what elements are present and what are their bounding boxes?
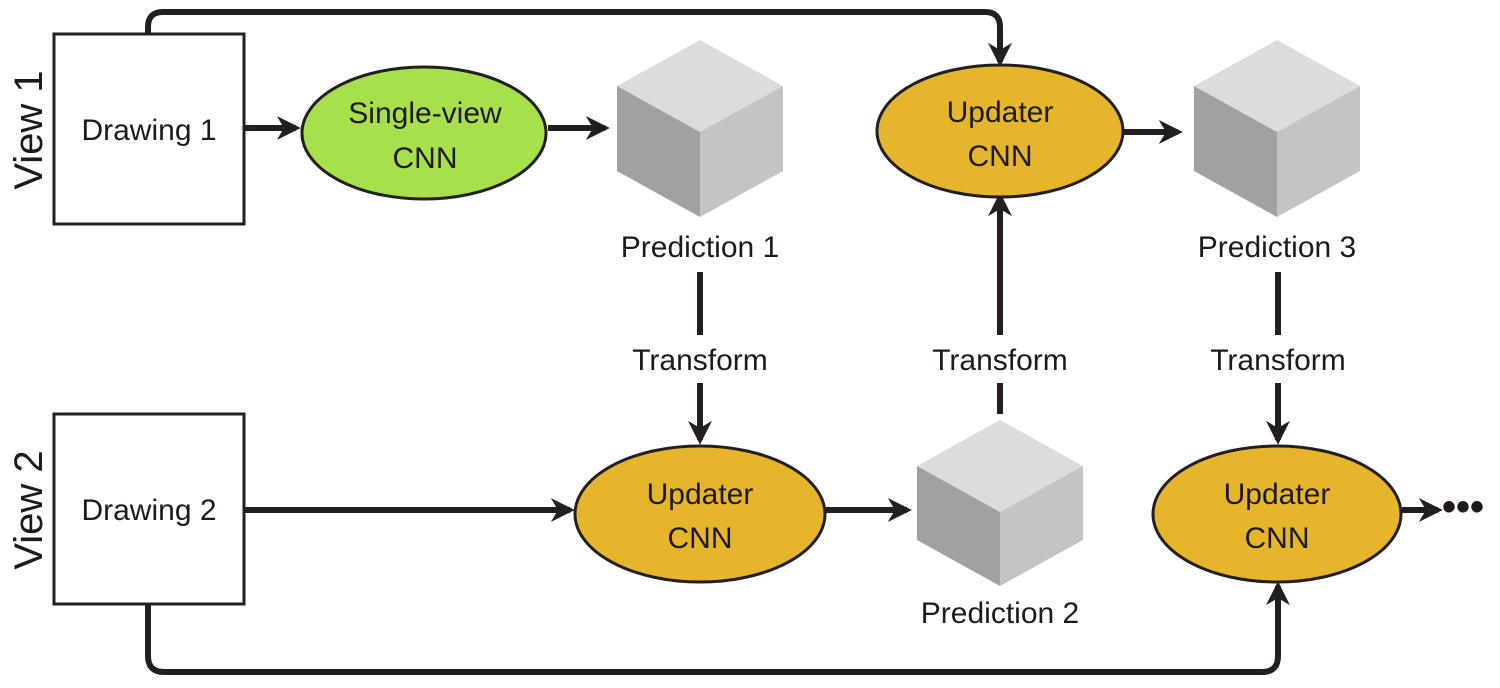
continuation-dots: ••• [1442, 485, 1484, 529]
updater-cnn-3-line1: Updater [1224, 478, 1331, 511]
prediction-3-label: Prediction 3 [1198, 231, 1356, 264]
updater-cnn-3-line2: CNN [1245, 522, 1310, 555]
transform-label-1: Transform [632, 344, 768, 377]
arrow-drawing1-loop-to-updater1 [145, 9, 1012, 67]
updater-cnn-3-node: Updater CNN [1151, 444, 1403, 584]
single-view-cnn-line1: Single-view [348, 97, 502, 130]
drawing-1-label: Drawing 1 [81, 114, 216, 147]
prediction-1-label: Prediction 1 [621, 231, 779, 264]
drawing-1-node: Drawing 1 [52, 32, 246, 226]
updater-cnn-1-line2: CNN [968, 140, 1033, 173]
connectors [145, 9, 1443, 675]
transform-label-2: Transform [932, 344, 1068, 377]
updater-cnn-1-line1: Updater [947, 96, 1054, 129]
updater-cnn-2-node: Updater CNN [573, 444, 827, 584]
prediction-1-cube-icon [617, 40, 783, 217]
drawing-2-label: Drawing 2 [81, 494, 216, 527]
prediction-2-cube-icon [917, 420, 1083, 586]
arrow-drawing2-loop-to-updater3 [145, 581, 1290, 675]
prediction-2-label: Prediction 2 [921, 597, 1079, 630]
single-view-cnn-node: Single-view CNN [300, 65, 548, 201]
updater-cnn-1-node: Updater CNN [875, 63, 1125, 199]
updater-cnn-2-line1: Updater [647, 478, 754, 511]
transform-label-3: Transform [1210, 344, 1346, 377]
view-2-label: View 2 [7, 450, 51, 569]
prediction-3-cube-icon [1194, 40, 1360, 217]
updater-cnn-2-line2: CNN [668, 522, 733, 555]
drawing-2-node: Drawing 2 [52, 412, 246, 606]
single-view-cnn-line2: CNN [393, 142, 458, 175]
view-1-label: View 1 [7, 70, 51, 189]
